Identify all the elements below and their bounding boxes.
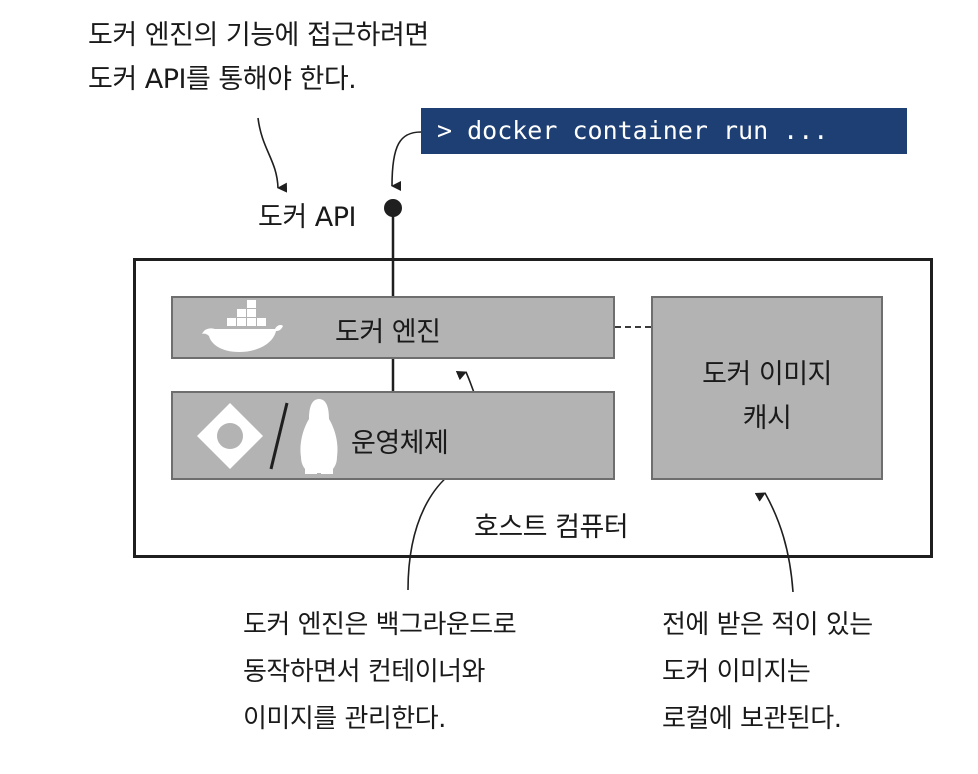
docker-image-cache-box: 도커 이미지 캐시 — [651, 296, 883, 480]
linux-penguin-icon — [300, 399, 338, 474]
operating-system-box: 운영체제 — [171, 391, 615, 480]
engine-note-line-1: 도커 엔진은 백그라운드로 — [243, 610, 517, 640]
host-computer-label: 호스트 컴퓨터 — [474, 512, 629, 543]
docker-command-text: > docker container run ... — [437, 116, 829, 145]
image-cache-label-line-2: 캐시 — [742, 403, 792, 434]
cache-note-line-2: 도커 이미지는 — [662, 657, 811, 687]
top-note-line-2: 도커 API를 통해야 한다. — [88, 64, 357, 95]
windows-diamond-icon — [197, 403, 263, 469]
engine-note-line-3: 이미지를 관리한다. — [243, 704, 446, 734]
engine-note-line-2: 동작하면서 컨테이너와 — [243, 657, 485, 687]
slash-divider — [269, 402, 289, 470]
cache-note-line-3: 로컬에 보관된다. — [662, 704, 842, 734]
cache-note-line-1: 전에 받은 적이 있는 — [662, 610, 873, 640]
image-cache-label-line-1: 도커 이미지 — [702, 359, 832, 390]
top-note-line-1: 도커 엔진의 기능에 접근하려면 — [88, 20, 429, 51]
operating-system-label: 운영체제 — [351, 428, 449, 459]
api-endpoint-dot — [384, 199, 402, 217]
command-to-api-arrow — [391, 131, 422, 192]
docker-whale-icon — [202, 300, 283, 352]
docker-engine-box: 도커 엔진 — [171, 296, 615, 359]
note-to-api-arrow — [257, 117, 288, 193]
docker-command-box: > docker container run ... — [421, 108, 907, 154]
docker-api-label: 도커 API — [258, 202, 356, 233]
docker-engine-label: 도커 엔진 — [335, 317, 441, 348]
note-to-cache-arrow — [754, 492, 794, 593]
